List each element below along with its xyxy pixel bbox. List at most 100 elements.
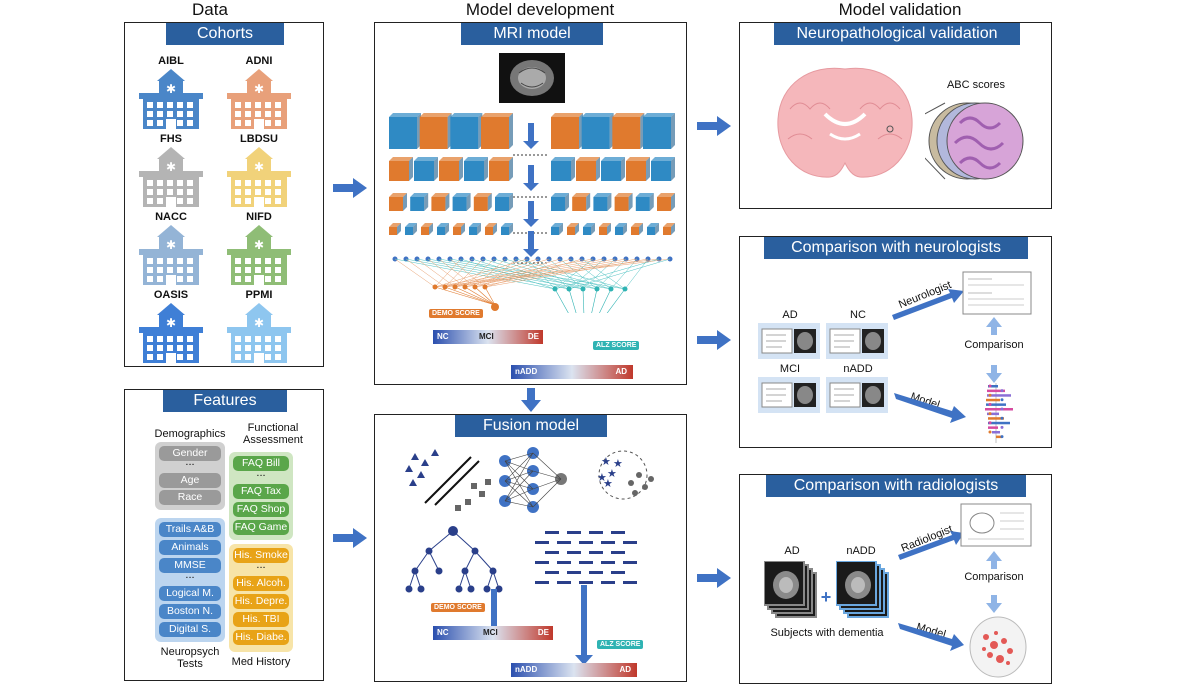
neuropath-panel: Neuropathological validation ABC scores: [739, 22, 1052, 209]
patient-case-card: [758, 323, 820, 359]
saliency-brain-map: [969, 616, 1027, 678]
neuropsych-item: Boston N.: [159, 604, 221, 619]
fusion-bar-nc: NC: [437, 628, 449, 637]
neuropsych-label-2: Tests: [177, 658, 203, 670]
plus-sign: +: [820, 587, 832, 607]
neuro-comparison-arrows: [986, 317, 1002, 383]
svg-text:★: ★: [601, 455, 611, 468]
functional-label-2: Assessment: [243, 434, 303, 446]
hospital-building-icon: ✱: [227, 303, 291, 363]
patient-case-card: [826, 377, 888, 413]
history-item: His. Alcoh.: [233, 576, 289, 591]
model-probability-plot: [985, 383, 1013, 443]
radiologists-banner: Comparison with radiologists: [766, 475, 1026, 497]
neurologist-arrow: [892, 289, 964, 320]
cohort-label: FHS: [160, 133, 182, 145]
data-column-title: Data: [192, 0, 228, 19]
radiologist-report-doc: [960, 503, 1032, 547]
brain-coronal-illustration: [777, 67, 913, 178]
med-history-label: Med History: [231, 656, 291, 668]
abc-tissue-circles: [925, 102, 1024, 180]
mri-ad-bar: nADD AD: [511, 365, 633, 379]
cohorts-panel: Cohorts AIBL✱ADNI✱FHS✱LBDSU✱NACC✱NIFD✱OA…: [124, 22, 324, 367]
mri-diagnosis-bar: NC MCI DE: [433, 330, 543, 344]
functional-label-1: Functional: [247, 422, 299, 434]
neuropath-banner: Neuropathological validation: [774, 23, 1020, 45]
mri-scan-stack: [764, 561, 817, 618]
fusion-model-banner: Fusion model: [455, 415, 607, 437]
radio-comparison-arrows: [986, 551, 1002, 613]
svg-text:★: ★: [603, 477, 613, 490]
demographics-label: Demographics: [154, 428, 226, 440]
mri-scan-image: [499, 53, 565, 103]
history-item: His. TBI: [233, 612, 289, 627]
radiologist-arrow: [898, 531, 964, 560]
patient-case-card: [826, 323, 888, 359]
neuro-ad-label: AD: [782, 309, 798, 321]
demographics-ellipsis: ...: [185, 456, 195, 468]
arrow-mri-to-fusion: [521, 388, 541, 412]
svg-text:✱: ✱: [166, 160, 176, 174]
neuropsych-item: MMSE: [159, 558, 221, 573]
hospital-building-icon: ✱: [227, 225, 291, 285]
fusion-alz-score-tag: ALZ SCORE: [597, 640, 644, 649]
svg-text:✱: ✱: [166, 82, 176, 96]
radio-nadd-label: nADD: [846, 545, 876, 557]
cohort-label: LBDSU: [240, 133, 278, 145]
svg-text:★: ★: [613, 457, 623, 470]
cohort-label: ADNI: [245, 55, 273, 67]
neuropsych-item: Digital S.: [159, 622, 221, 637]
neuropsych-item: Trails A&B: [159, 522, 221, 537]
mri-bar-de: DE: [527, 332, 539, 341]
neuropsych-item: Logical M.: [159, 586, 221, 601]
neurologists-banner: Comparison with neurologists: [764, 237, 1028, 259]
svg-text:✱: ✱: [254, 82, 264, 96]
mri-bar-mci: MCI: [479, 332, 494, 341]
functional-ellipsis: ...: [256, 467, 266, 479]
fusion-bar-de: DE: [537, 628, 549, 637]
fusion-ml-illustrations: ★★★★★: [405, 447, 654, 665]
mri-model-panel: MRI model DEMO SCORE ALZ SCORE NC MCI DE…: [374, 22, 687, 385]
arrow-cohorts-to-mri: [333, 178, 367, 198]
hospital-building-icon: ✱: [139, 303, 203, 363]
arrow-to-radiologists: [697, 568, 731, 588]
mri-model-banner: MRI model: [461, 23, 603, 45]
hospital-building-icon: ✱: [139, 147, 203, 207]
neuropsych-ellipsis: ...: [185, 569, 195, 581]
radio-model-arrow: [898, 623, 964, 651]
patient-case-card: [758, 377, 820, 413]
neuro-model-arrow: [894, 393, 966, 423]
fusion-bar-nadd: nADD: [515, 665, 538, 674]
svg-text:✱: ✱: [254, 238, 264, 252]
model-validation-column-title: Model validation: [838, 0, 962, 19]
features-panel: Features Demographics Functional Assessm…: [124, 389, 324, 681]
svg-text:✱: ✱: [166, 238, 176, 252]
arrow-to-neuropath: [697, 116, 731, 136]
mri-bar-nadd: nADD: [515, 367, 538, 376]
fusion-model-panel: Fusion model ★★★★★ DEMO SCORE ALZ SCORE …: [374, 414, 687, 682]
demographics-item: Race: [159, 490, 221, 505]
mri-scan-stack: [836, 561, 889, 618]
mri-bar-nc: NC: [437, 332, 449, 341]
neuro-nc-label: NC: [850, 309, 866, 321]
neuro-comparison-label: Comparison: [964, 339, 1024, 351]
model-development-column-title: Model development: [465, 0, 615, 19]
radio-ad-label: AD: [784, 545, 800, 557]
history-ellipsis: ...: [256, 559, 266, 571]
mri-alz-score-tag: ALZ SCORE: [593, 341, 640, 350]
cohort-label: OASIS: [153, 289, 189, 301]
svg-text:★: ★: [607, 467, 617, 480]
functional-item: FAQ Shop: [233, 502, 289, 517]
arrow-features-to-fusion: [333, 528, 367, 548]
abc-scores-label: ABC scores: [946, 79, 1006, 91]
fusion-demo-score-tag: DEMO SCORE: [431, 603, 485, 612]
svg-text:✱: ✱: [166, 316, 176, 330]
functional-item: FAQ Bill: [233, 456, 289, 471]
cohort-label: PPMI: [245, 289, 273, 301]
neurologist-report-doc: [962, 271, 1032, 315]
neuro-nadd-label: nADD: [843, 363, 873, 375]
fusion-bar-mci: MCI: [483, 628, 498, 637]
fusion-diagnosis-bar: NC MCI DE: [433, 626, 553, 640]
hospital-building-icon: ✱: [227, 147, 291, 207]
mri-cnn-diagram: [389, 113, 675, 313]
